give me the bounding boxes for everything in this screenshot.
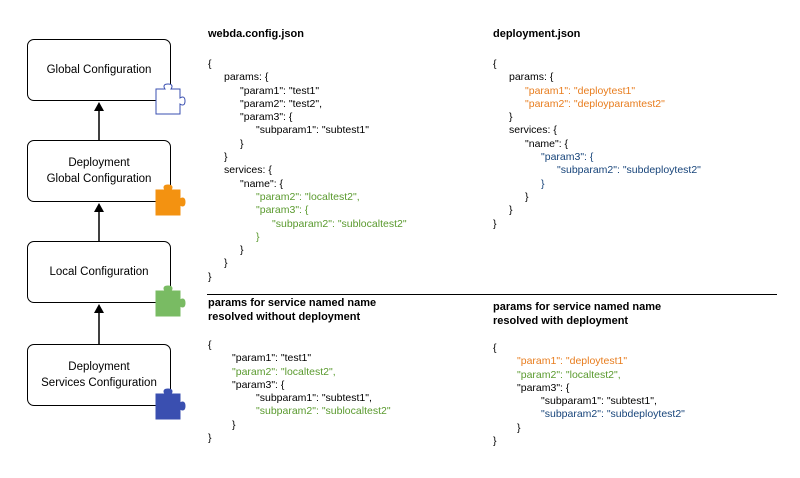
- code-line: "param3": {: [541, 151, 594, 164]
- code-line: "param2": "localtest2",: [232, 365, 336, 378]
- resolved-with-deployment-panel: params for service named name resolved wi…: [493, 300, 685, 448]
- code-line: "param3": {: [232, 378, 285, 391]
- code-line: }: [208, 270, 212, 283]
- arrow-up-icon: [94, 102, 104, 141]
- box-label: Local Configuration: [49, 264, 148, 280]
- puzzle-piece-icon: [155, 285, 186, 317]
- puzzle-piece-icon: [155, 184, 186, 216]
- panel-title: deployment.json: [493, 28, 581, 40]
- code-line: }: [509, 111, 513, 124]
- code-line: "param3": {: [256, 204, 309, 217]
- code-line: }: [208, 432, 212, 445]
- code-line: }: [256, 230, 260, 243]
- deployment-services-configuration-box: Deployment Services Configuration: [27, 344, 171, 406]
- code-line: services: {: [509, 124, 557, 137]
- code-line: }: [224, 257, 228, 270]
- code-line: }: [517, 421, 521, 434]
- code-line: "param2": "localtest2",: [517, 368, 621, 381]
- code-line: }: [541, 177, 545, 190]
- puzzle-piece-icon: [155, 388, 186, 420]
- panel-title: params for service named name: [208, 297, 377, 309]
- resolved-without-deployment-panel: params for service named name resolved wi…: [208, 296, 391, 445]
- spacer: [493, 328, 685, 342]
- deployment-json-panel: deployment.json { params: {"param1": "depl…: [493, 27, 701, 231]
- spacer: [208, 324, 391, 339]
- spacer: [208, 41, 407, 58]
- code-line: }: [493, 435, 497, 448]
- section-divider: [207, 294, 777, 295]
- code-line: "param3": {: [517, 381, 570, 394]
- box-label-line: Services Configuration: [41, 377, 157, 389]
- panel-title: webda.config.json: [208, 28, 304, 40]
- code-line: }: [240, 244, 244, 257]
- code-line: params: {: [224, 71, 269, 84]
- box-label-line: Global Configuration: [46, 64, 152, 76]
- panel-title: resolved with deployment: [493, 315, 629, 327]
- code-line: "subparam2": "sublocaltest2": [256, 405, 391, 418]
- code-line: "param2": "deployparamtest2": [525, 97, 665, 110]
- box-label: Deployment Global Configuration: [47, 155, 152, 187]
- code-line: "subparam2": "subdeploytest2": [541, 408, 685, 421]
- box-label-line: Deployment: [68, 361, 130, 373]
- code-line: }: [224, 151, 228, 164]
- code-line: "name": {: [525, 137, 569, 150]
- code-line: {: [493, 58, 497, 70]
- code-line: "param1": "test1": [232, 352, 312, 365]
- code-line: "subparam1": "subtest1",: [541, 395, 657, 408]
- configuration-stack: Global Configuration Deployment Global C…: [0, 0, 200, 478]
- box-label-line: Local Configuration: [49, 266, 149, 278]
- code-line: }: [509, 204, 513, 217]
- code-line: {: [493, 342, 497, 354]
- code-line: "param1": "test1": [240, 84, 320, 97]
- code-line: "name": {: [240, 177, 284, 190]
- arrow-up-icon: [94, 203, 104, 242]
- code-line: }: [232, 418, 236, 431]
- code-line: }: [240, 137, 244, 150]
- box-label-line: Deployment: [68, 157, 130, 169]
- panel-title: resolved without deployment: [208, 311, 361, 323]
- code-line: "param3": {: [240, 111, 293, 124]
- panel-title: params for service named name: [493, 301, 662, 313]
- global-configuration-box: Global Configuration: [27, 39, 171, 101]
- local-configuration-box: Local Configuration: [27, 241, 171, 303]
- code-line: "subparam2": "subdeploytest2": [557, 164, 701, 177]
- box-label: Deployment Services Configuration: [41, 359, 157, 391]
- code-line: services: {: [224, 164, 272, 177]
- code-line: "param2": "test2",: [240, 97, 323, 110]
- box-label: Global Configuration: [47, 62, 152, 78]
- code-line: "param1": "deploytest1": [525, 84, 636, 97]
- deployment-global-configuration-box: Deployment Global Configuration: [27, 140, 171, 202]
- code-line: }: [525, 190, 529, 203]
- arrow-up-icon: [94, 304, 104, 345]
- webda-config-panel: webda.config.json { params: {"param1": "te…: [208, 27, 407, 284]
- puzzle-piece-icon: [155, 83, 186, 115]
- code-line: "subparam1": "subtest1": [256, 124, 369, 137]
- code-line: {: [208, 58, 212, 70]
- box-label-line: Global Configuration: [46, 173, 152, 185]
- code-line: {: [208, 339, 212, 351]
- code-line: params: {: [509, 71, 554, 84]
- code-line: "param2": "localtest2",: [256, 190, 360, 203]
- code-line: "param1": "deploytest1": [517, 355, 628, 368]
- code-line: }: [493, 217, 497, 230]
- code-line: "subparam2": "sublocaltest2": [272, 217, 407, 230]
- spacer: [493, 41, 701, 58]
- code-line: "subparam1": "subtest1",: [256, 392, 372, 405]
